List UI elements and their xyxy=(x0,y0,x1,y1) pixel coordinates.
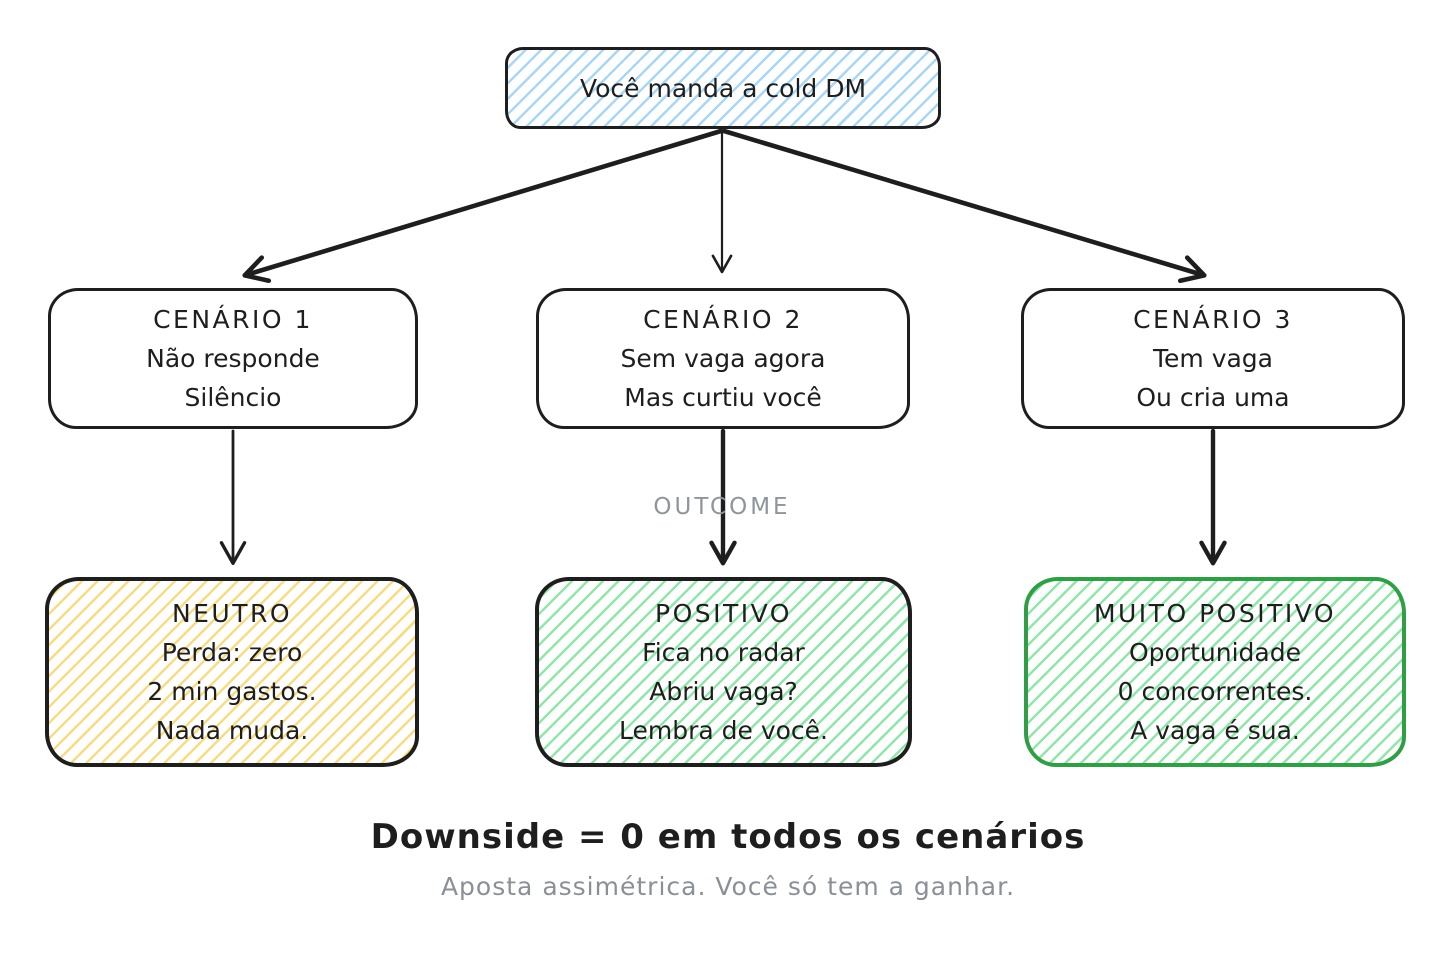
root-node: Você manda a cold DM xyxy=(505,47,941,129)
scenario-3-node: CENÁRIO 3 Tem vaga Ou cria uma xyxy=(1021,288,1405,429)
outcome-neutral-line: 2 min gastos. xyxy=(147,677,317,706)
outcome-very-positive-line: Oportunidade xyxy=(1129,638,1301,667)
scenario-2-title: CENÁRIO 2 xyxy=(643,305,803,334)
scenario-2-line: Mas curtiu você xyxy=(624,383,822,412)
outcome-neutral-title: NEUTRO xyxy=(171,599,293,628)
scenario-1-line: Silêncio xyxy=(184,383,282,412)
outcome-very-positive-title: MUITO POSITIVO xyxy=(1093,599,1337,628)
outcome-very-positive-line: A vaga é sua. xyxy=(1130,716,1300,745)
outcome-very-positive-node: MUITO POSITIVO Oportunidade 0 concorrent… xyxy=(1024,577,1406,767)
scenario-2-node: CENÁRIO 2 Sem vaga agora Mas curtiu você xyxy=(536,288,910,429)
outcome-arrow-label: OUTCOME xyxy=(653,494,791,520)
outcome-very-positive-line: 0 concorrentes. xyxy=(1117,677,1313,706)
outcome-positive-title: POSITIVO xyxy=(655,599,792,628)
scenario-1-title: CENÁRIO 1 xyxy=(153,305,313,334)
outcome-neutral-line: Perda: zero xyxy=(161,638,303,667)
outcome-positive-line: Fica no radar xyxy=(642,638,805,667)
outcome-positive-line: Lembra de você. xyxy=(619,716,828,745)
outcome-positive-line: Abriu vaga? xyxy=(649,677,798,706)
scenario-3-line: Ou cria uma xyxy=(1136,383,1290,412)
footer-subtitle: Aposta assimétrica. Você só tem a ganhar… xyxy=(440,872,1016,901)
scenario-3-line: Tem vaga xyxy=(1152,344,1273,373)
scenario-1-node: CENÁRIO 1 Não responde Silêncio xyxy=(48,288,418,429)
scenario-1-line: Não responde xyxy=(146,344,320,373)
scenario-3-title: CENÁRIO 3 xyxy=(1133,305,1293,334)
root-node-label: Você manda a cold DM xyxy=(579,73,867,103)
outcome-neutral-line: Nada muda. xyxy=(155,716,309,745)
scenario-2-line: Sem vaga agora xyxy=(620,344,826,373)
arrow-root-to-scenario-3 xyxy=(721,128,1207,284)
arrow-root-to-scenario-1 xyxy=(242,128,724,283)
footer-headline: Downside = 0 em todos os cenários xyxy=(370,817,1086,857)
outcome-neutral-node: NEUTRO Perda: zero 2 min gastos. Nada mu… xyxy=(45,577,419,767)
outcome-positive-node: POSITIVO Fica no radar Abriu vaga? Lembr… xyxy=(535,577,912,767)
